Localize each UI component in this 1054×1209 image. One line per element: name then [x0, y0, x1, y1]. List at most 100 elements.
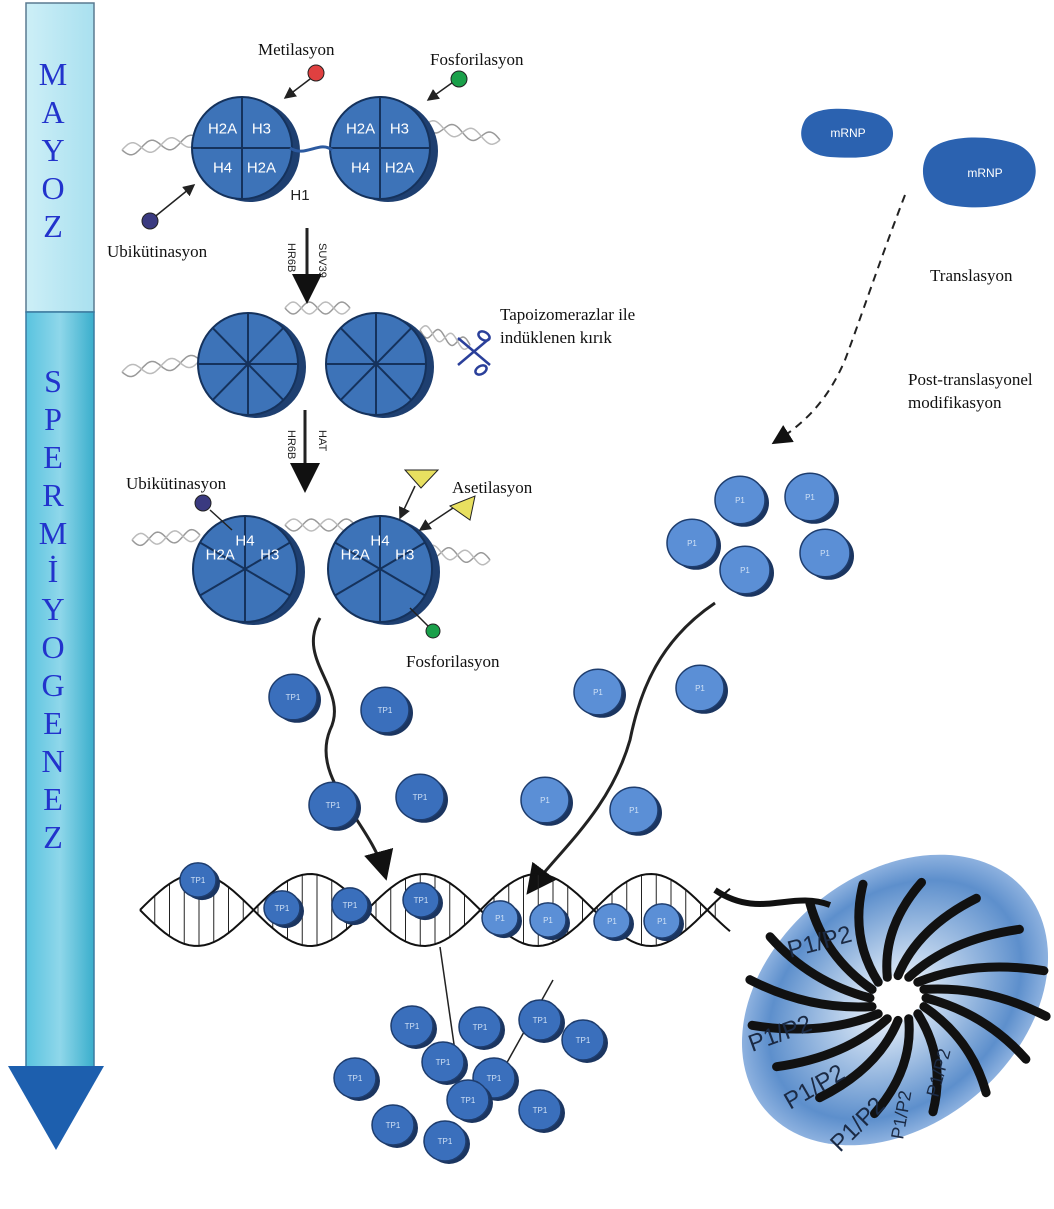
histone-label: H2A — [208, 121, 237, 138]
acetylation-label: Asetilasyon — [452, 478, 532, 498]
phase-letter: Y — [12, 131, 94, 169]
released-protein: TP1 — [422, 1042, 468, 1085]
phase-letter: P — [12, 400, 94, 438]
phase-letter: S — [12, 362, 94, 400]
mrnp-label: mRNP — [967, 166, 1002, 180]
phospho-marker — [451, 71, 467, 87]
protein-label: P1 — [629, 806, 639, 815]
protein-label: P1 — [695, 684, 705, 693]
histone-label: H4 — [351, 159, 370, 176]
histone-label: H3 — [252, 121, 271, 138]
acetyl-marker-2 — [450, 496, 475, 520]
methyl-marker — [308, 65, 324, 81]
released-protein: TP1 — [334, 1058, 380, 1101]
transition-protein: TP1 — [309, 782, 361, 831]
released-protein: TP1 — [372, 1105, 418, 1148]
protamine-protein: P1 — [715, 476, 769, 527]
released-protein: TP1 — [424, 1121, 470, 1164]
protein-label: TP1 — [275, 904, 290, 913]
protein-label: TP1 — [191, 876, 206, 885]
protein-label: TP1 — [413, 793, 428, 802]
phase-letter: O — [12, 169, 94, 207]
nucleosome-layer: H2AH3H2AH4H2AH3H2AH4H2AH4H3H2AH4H3H1HR6B… — [192, 97, 440, 625]
transition-protein: TP1 — [269, 674, 321, 723]
protein-label: P1 — [607, 917, 617, 926]
methylation-label: Metilasyon — [258, 40, 335, 60]
protein-label: TP1 — [378, 706, 393, 715]
phase-mayoz-label: MAYOZ — [12, 55, 94, 245]
histone-label: H4 — [235, 532, 254, 549]
protein-label: P1 — [740, 566, 750, 575]
translation-label: Translasyon — [930, 266, 1013, 286]
phase-letter: E — [12, 704, 94, 742]
mrnp-blobs: mRNP mRNP — [801, 109, 1036, 208]
protein-label: TP1 — [533, 1106, 548, 1115]
phase-letter: İ — [12, 552, 94, 590]
histone-label: H2A — [206, 547, 235, 564]
protein-label: P1 — [820, 549, 830, 558]
protein-label: P1 — [657, 917, 667, 926]
histone-label: H3 — [390, 121, 409, 138]
histone-label: H4 — [370, 532, 389, 549]
phosphorylation-label-top: Fosforilasyon — [430, 50, 524, 70]
phase-letter: M — [12, 55, 94, 93]
phase-letter: O — [12, 628, 94, 666]
nucleosome-4 — [326, 313, 434, 418]
linker-histone-label: H1 — [290, 187, 309, 204]
protein-label: P1 — [495, 914, 505, 923]
protamine-protein: P1 — [667, 519, 721, 570]
ubiquitination-label-top: Ubikütinasyon — [107, 242, 207, 262]
phase-letter: A — [12, 93, 94, 131]
protein-label: TP1 — [414, 896, 429, 905]
protein-label: P1 — [735, 496, 745, 505]
phase-letter: Z — [12, 207, 94, 245]
histone-label: H2A — [247, 159, 276, 176]
bound-protein: P1 — [530, 903, 570, 940]
protein-label: TP1 — [576, 1036, 591, 1045]
acetyl-marker — [405, 470, 438, 488]
protein-label: P1 — [687, 539, 697, 548]
released-protein: TP1 — [459, 1007, 505, 1050]
protein-label: P1 — [540, 796, 550, 805]
phase-letter: N — [12, 742, 94, 780]
histone-label: H3 — [395, 547, 414, 564]
released-protein: TP1 — [519, 1000, 565, 1043]
enzyme-label: HR6B — [285, 243, 297, 272]
bound-protein: TP1 — [332, 888, 372, 925]
phase-letter: R — [12, 476, 94, 514]
phase-letter: E — [12, 780, 94, 818]
protamine-toroid — [684, 795, 1054, 1205]
ubiquitin-marker — [142, 213, 158, 229]
bound-protein: P1 — [594, 904, 634, 941]
protamine-protein: P1 — [800, 529, 854, 580]
protein-label: TP1 — [405, 1022, 420, 1031]
topo-break-label: Tapoizomerazlar ile indüklenen kırık — [500, 303, 680, 349]
protein-label: TP1 — [473, 1023, 488, 1032]
phospho-marker-2 — [426, 624, 440, 638]
phase-letter: Z — [12, 818, 94, 856]
bound-protein: TP1 — [403, 883, 443, 920]
nucleosome-3 — [198, 313, 306, 418]
phase-letter: Y — [12, 590, 94, 628]
enzyme-label: SUV39 — [316, 243, 328, 278]
protamine-protein: P1 — [521, 777, 573, 826]
protein-label: TP1 — [326, 801, 341, 810]
released-protein: TP1 — [391, 1006, 437, 1049]
protein-label: TP1 — [438, 1137, 453, 1146]
bound-protein: TP1 — [264, 891, 304, 928]
histone-label: H2A — [385, 159, 414, 176]
bound-protein: P1 — [644, 904, 684, 941]
mrnp-label: mRNP — [830, 126, 865, 140]
protein-label: TP1 — [461, 1096, 476, 1105]
protein-label: TP1 — [436, 1058, 451, 1067]
protein-label: TP1 — [487, 1074, 502, 1083]
protein-label: TP1 — [343, 901, 358, 910]
enzyme-label: HAT — [316, 430, 328, 451]
dna-strands — [122, 121, 500, 565]
protein-label: TP1 — [386, 1121, 401, 1130]
